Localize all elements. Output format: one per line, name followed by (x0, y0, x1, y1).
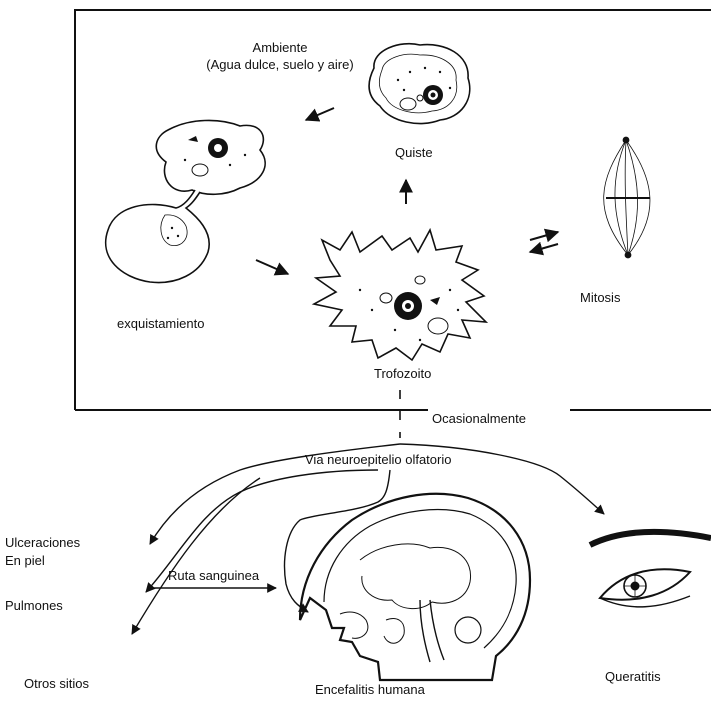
ambiente-subtitle: (Agua dulce, suelo y aire) (155, 57, 405, 73)
curve-neuroepitelio (285, 470, 390, 612)
trophozoite-illustration (314, 230, 486, 360)
human-head-illustration (300, 494, 530, 680)
eye-illustration (590, 532, 711, 607)
arrow-to-trophozoite (256, 260, 288, 274)
arrow-to-ambiente (306, 108, 334, 120)
arrow-from-mitosis (530, 244, 558, 252)
en-piel-label: En piel (5, 553, 45, 569)
exquistamiento-label: exquistamiento (117, 316, 204, 332)
curve-to-otros (132, 478, 260, 634)
quiste-label: Quiste (395, 145, 433, 161)
queratitis-label: Queratitis (605, 669, 661, 685)
ambiente-title: Ambiente (180, 40, 380, 56)
ocasionalmente-label: Ocasionalmente (432, 411, 526, 427)
ruta-sanguinea-label: Ruta sanguinea (168, 568, 259, 584)
mitosis-label: Mitosis (580, 290, 620, 306)
pulmones-label: Pulmones (5, 598, 63, 614)
encefalitis-label: Encefalitis humana (315, 682, 425, 698)
ulceraciones-label: Ulceraciones (5, 535, 80, 551)
trofozoito-label: Trofozoito (374, 366, 431, 382)
mitosis-illustration (604, 137, 650, 258)
otros-sitios-label: Otros sitios (24, 676, 89, 692)
arrow-to-mitosis (530, 232, 558, 240)
neuroepitelio-label: Via neuroepitelio olfatorio (305, 452, 451, 468)
cyst-illustration (369, 44, 470, 124)
excystation-illustration (106, 120, 265, 282)
